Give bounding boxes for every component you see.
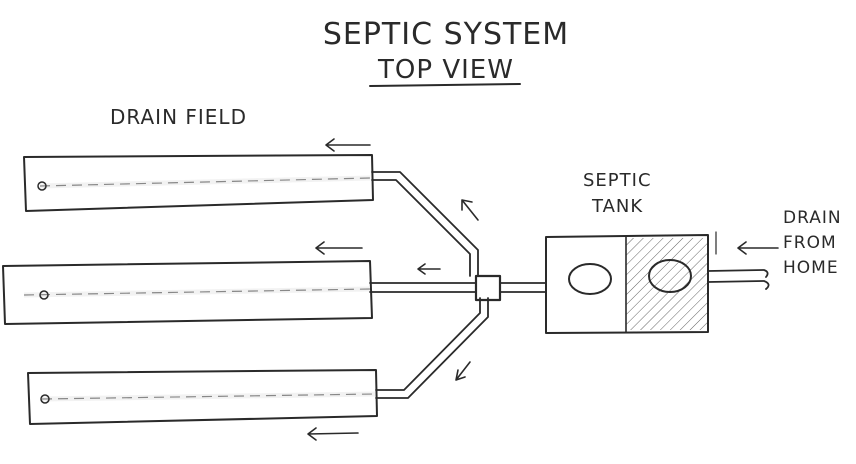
flow-arrow-inlet bbox=[737, 241, 779, 255]
drain-line-top bbox=[23, 138, 374, 212]
drain-field-label: DRAIN FIELD bbox=[110, 105, 247, 129]
drain-from-home-label-line3: HOME bbox=[783, 258, 839, 278]
flow-arrow-top bbox=[325, 138, 371, 152]
tank-access-port-left bbox=[568, 263, 612, 295]
septic-tank bbox=[545, 234, 709, 334]
septic-tank-label-line2: TANK bbox=[591, 196, 643, 217]
tank-access-port-right bbox=[648, 259, 692, 293]
flow-arrow-down bbox=[455, 361, 471, 381]
flow-arrow-middle bbox=[315, 241, 363, 255]
distribution-pipes bbox=[369, 171, 547, 399]
drain-line-bottom bbox=[27, 369, 378, 441]
inlet-pipe bbox=[707, 231, 779, 290]
subtitle-underline bbox=[369, 83, 521, 87]
drain-line-middle bbox=[2, 241, 373, 325]
flow-arrow-up bbox=[461, 199, 479, 221]
septic-tank-label-line1: SEPTIC bbox=[583, 170, 652, 191]
diagram-title: SEPTIC SYSTEM bbox=[323, 17, 569, 52]
drain-from-home-label-line1: DRAIN bbox=[783, 208, 842, 228]
drain-from-home-label-line2: FROM bbox=[783, 233, 837, 253]
flow-arrow-bottom bbox=[307, 427, 359, 441]
distribution-box bbox=[474, 274, 502, 302]
flow-arrow-left bbox=[417, 263, 441, 275]
diagram-subtitle: TOP VIEW bbox=[377, 55, 514, 85]
